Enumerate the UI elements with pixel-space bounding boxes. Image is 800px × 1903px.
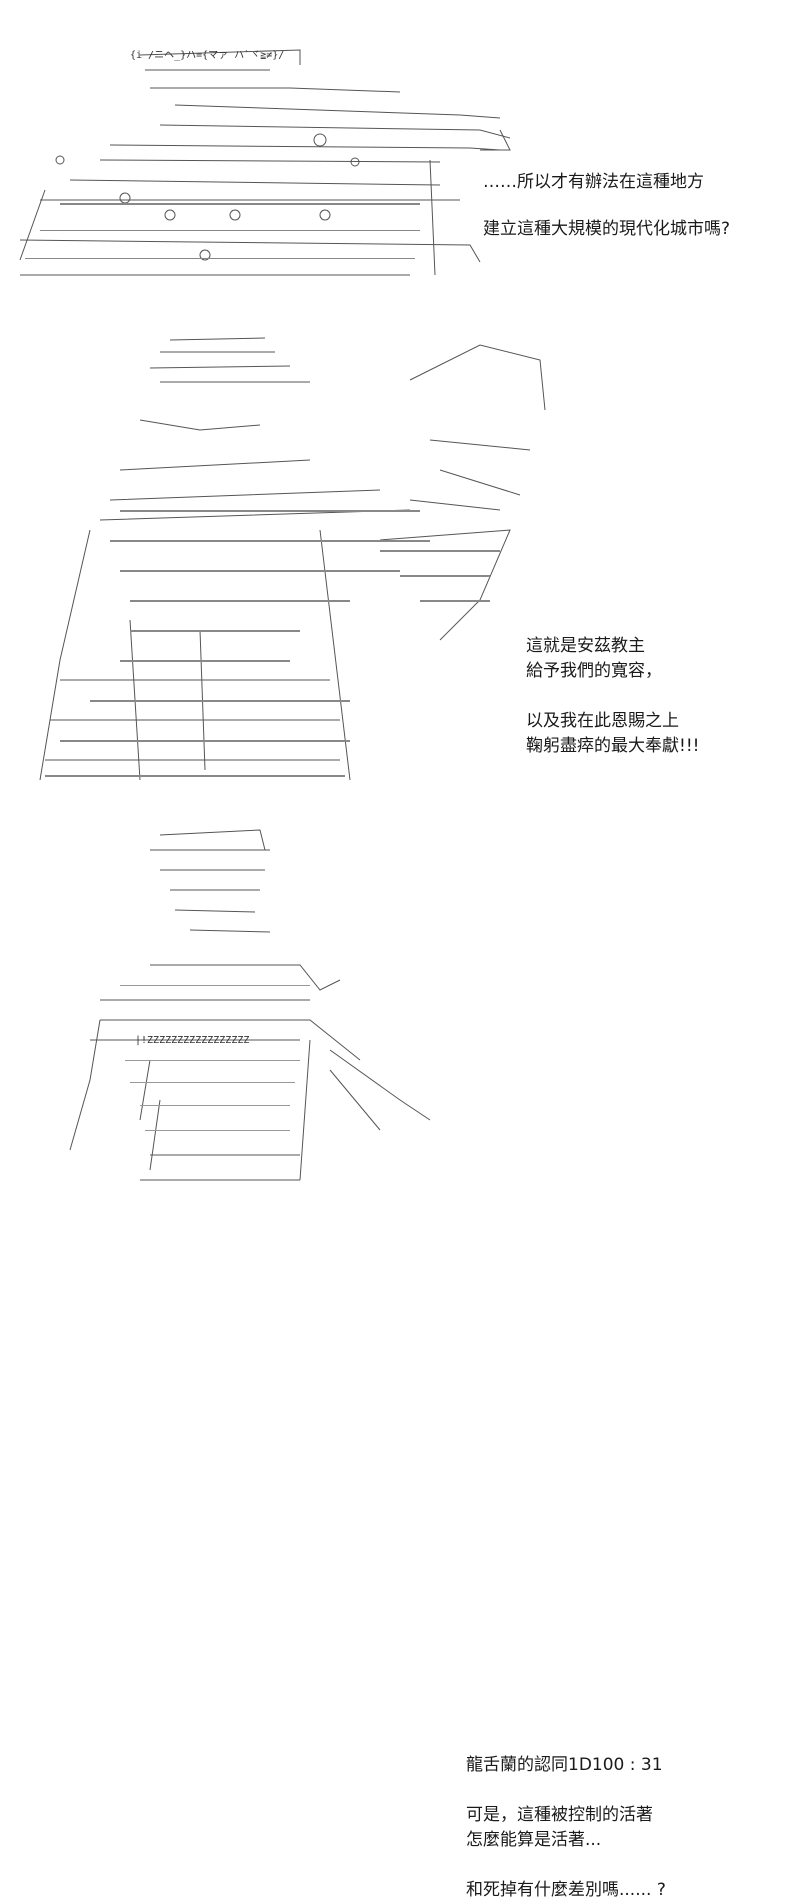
dice-roll-line: 龍舌蘭的認同1D100 : 31 [466,1755,663,1775]
dialogue-box-3: 龍舌蘭的認同1D100 : 31 可是，這種被控制的活著 怎麼能算是活著... … [466,1753,666,1903]
dialogue-line: 給予我們的寬容， [526,661,662,681]
dialogue-line: 和死掉有什麼差別嗎...... ? [466,1880,666,1900]
dialogue-line: 這就是安茲教主 [526,636,645,656]
panel-2: 這就是安茲教主 給予我們的寬容， 以及我在此恩賜之上 鞠躬盡瘁的最大奉獻!!! [0,300,800,820]
dialogue-line [466,1778,666,1803]
dialogue-line: 怎麼能算是活著... [466,1830,602,1850]
panel-1: {i /ニヘ_}ハ={マァ ハ`ヾ≧≠}/ ……所以才有辦法在這種地方 建立這種… [0,0,800,300]
dialogue-box-1: ……所以才有辦法在這種地方 建立這種大規模的現代化城市嗎? [483,170,730,242]
ascii-art-figure-2 [39,337,546,781]
panel-3: |!ZZZZZZZZZZZZZZZZZ 龍舌蘭的認同1D100 : 31 可是，… [0,820,800,1900]
dialogue-line: 鞠躬盡瘁的最大奉獻!!! [526,736,700,756]
dialogue-line: ……所以才有辦法在這種地方 [483,172,704,192]
ascii-art-figure-3 [69,829,431,1181]
dialogue-line: 建立這種大規模的現代化城市嗎? [483,219,731,239]
dialogue-line [526,684,699,709]
art-caption: {i /ニヘ_}ハ={マァ ハ`ヾ≧≠}/ [130,50,285,61]
dialogue-line: 以及我在此恩賜之上 [526,711,679,731]
dialogue-line [466,1853,666,1878]
belt-art: |!ZZZZZZZZZZZZZZZZZ [135,1035,250,1046]
ascii-art-figure-1 [19,49,511,276]
dialogue-box-2: 這就是安茲教主 給予我們的寬容， 以及我在此恩賜之上 鞠躬盡瘁的最大奉獻!!! [526,634,699,759]
dialogue-line: 可是，這種被控制的活著 [466,1805,653,1825]
